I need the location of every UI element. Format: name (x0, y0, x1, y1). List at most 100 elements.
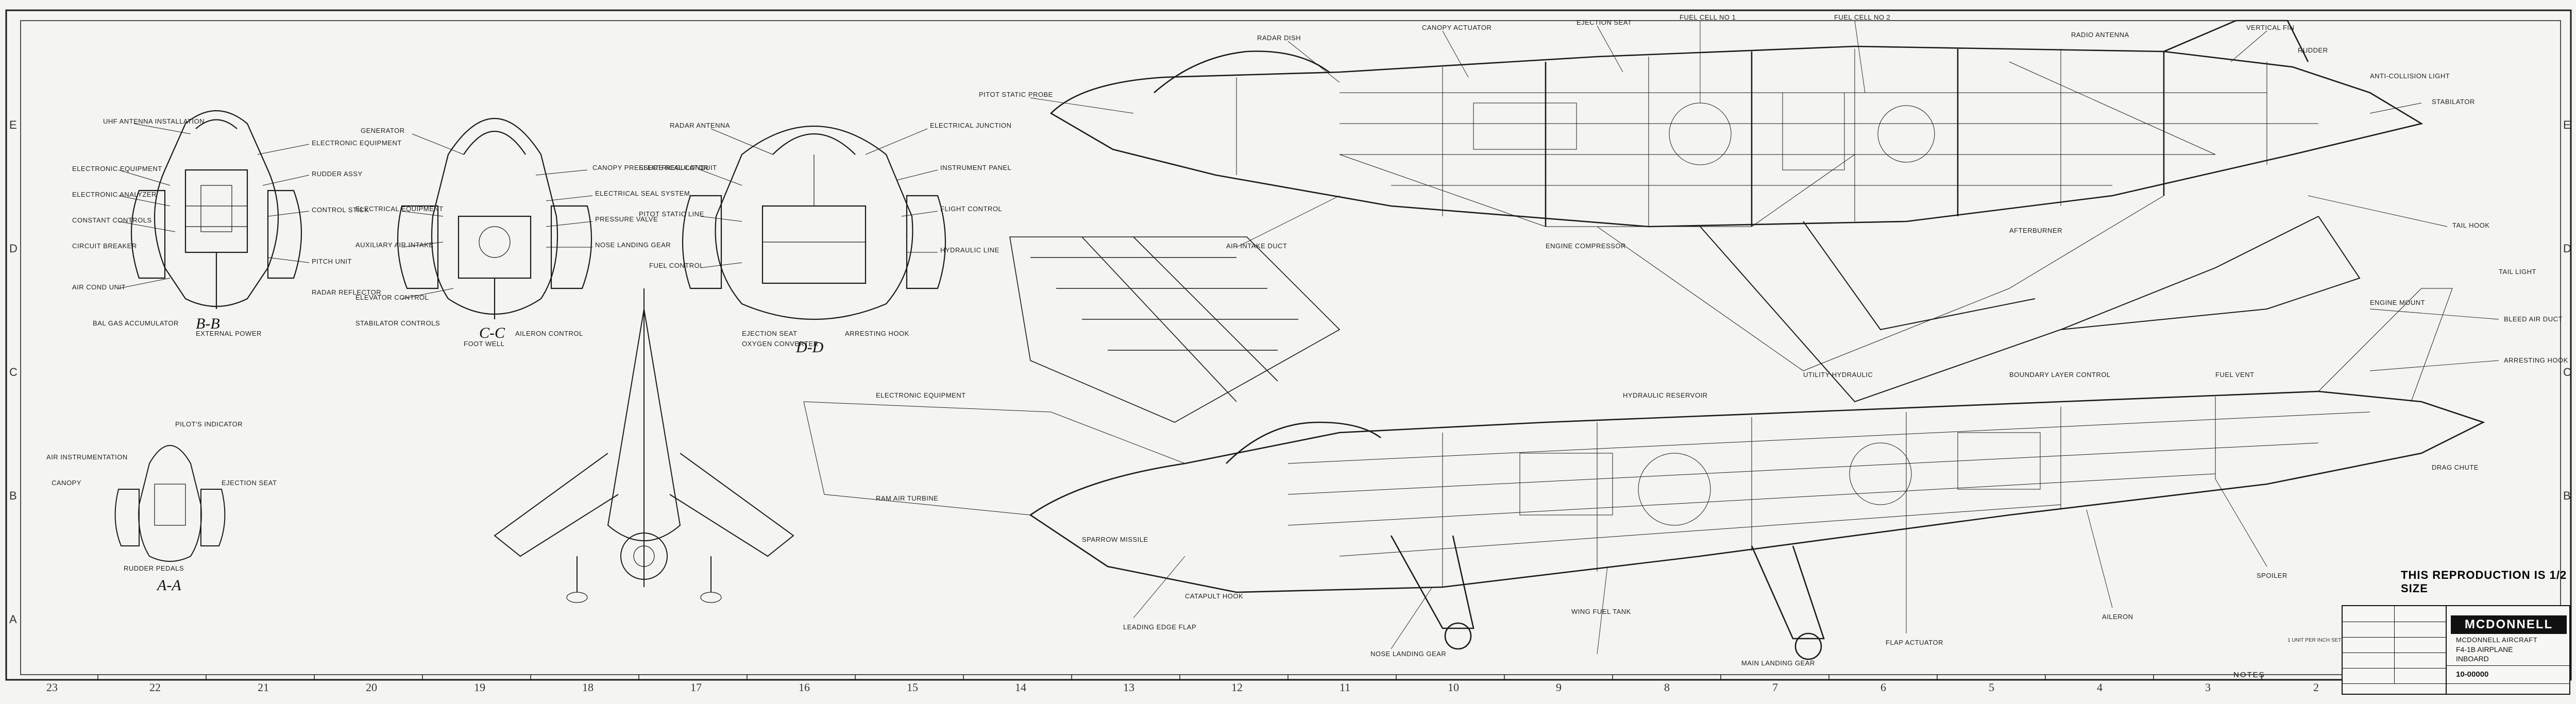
title-block-rule (2446, 665, 2569, 666)
callout: CATAPULT HOOK (1185, 592, 1244, 600)
callout: TAIL HOOK (2452, 221, 2490, 229)
title-block-rule (2394, 606, 2395, 683)
scale-note: 1 UNIT PER INCH SET ¼ SIZE (2287, 638, 2360, 643)
callout: FUEL VENT (2215, 371, 2255, 379)
callout: RADIO ANTENNA (2071, 31, 2129, 39)
callout: ELECTRONIC EQUIPMENT (72, 165, 162, 173)
reproduction-note: THIS REPRODUCTION IS 1/2 SIZE (2401, 569, 2567, 595)
outer-border (5, 9, 2572, 681)
callout: RADAR REFLECTOR (312, 288, 382, 296)
section-b-b-view (130, 110, 302, 309)
callout: BLEED AIR DUCT (2504, 315, 2563, 323)
callout: ARRESTING HOOK (2504, 356, 2568, 364)
section-b-leaders (118, 123, 310, 289)
callout: HYDRAULIC RESERVOIR (1623, 391, 1708, 399)
callout: ELEVATOR CONTROL (355, 294, 429, 301)
zone-letter: D (9, 242, 18, 255)
callout: SPARROW MISSILE (1082, 536, 1148, 543)
callout: RADAR DISH (1257, 34, 1301, 42)
zone-letter: D (2563, 242, 2571, 255)
callout: BOUNDARY LAYER CONTROL (2009, 371, 2111, 379)
zone-number: 11 (1340, 681, 1351, 694)
section-label-b: B-B (196, 315, 220, 332)
wing-swept (1700, 216, 2361, 403)
callout: FLAP ACTUATOR (1886, 639, 1943, 646)
callout: ELECTRICAL JUNCTION (930, 122, 1012, 129)
callout: CANOPY (52, 479, 81, 487)
callout: PITCH UNIT (312, 257, 352, 265)
callout: EXTERNAL POWER (196, 330, 262, 337)
callout: NOSE LANDING GEAR (1370, 650, 1447, 658)
callout: TAIL LIGHT (2499, 268, 2536, 276)
callout: CIRCUIT BREAKER (72, 242, 137, 250)
section-c-leaders (401, 133, 593, 299)
zone-letter: A (9, 613, 17, 626)
zone-number: 16 (799, 681, 810, 694)
zone-number: 4 (2097, 681, 2103, 694)
section-d-leaders (700, 128, 938, 268)
section-label-d: D-D (796, 339, 824, 356)
callout: EJECTION SEAT (222, 479, 277, 487)
title-block: MCDONNELL MCDONNELL AIRCRAFT F4-1B AIRPL… (2342, 605, 2570, 695)
callout: SPOILER (2257, 572, 2287, 579)
section-label-a: A-A (157, 577, 181, 594)
callout: EJECTION SEAT (1577, 19, 1632, 26)
callout: AUXILIARY AIR INTAKE (355, 241, 434, 249)
callout: PITOT STATIC PROBE (979, 91, 1053, 98)
zone-number: 13 (1123, 681, 1134, 694)
callout: CONTROL STICK (312, 206, 369, 214)
inner-border (20, 20, 2561, 675)
zone-letter: B (2563, 489, 2571, 502)
callout: MAIN LANDING GEAR (1741, 659, 1815, 667)
callout: ELECTRICAL SEAL SYSTEM (595, 190, 690, 197)
callout: CONSTANT CONTROLS (72, 216, 152, 224)
zone-number: 21 (258, 681, 269, 694)
zone-letter: C (2563, 366, 2571, 379)
callout: EJECTION SEAT (742, 330, 798, 337)
callout: RAM AIR TURBINE (876, 494, 939, 502)
section-d-d-view (682, 126, 946, 320)
section-a-a-view (114, 445, 226, 562)
callout: CANOPY ACTUATOR (1422, 24, 1492, 31)
front-view (494, 288, 794, 603)
callout: FLIGHT CONTROL (940, 205, 1003, 213)
notes-label: NOTES (2233, 671, 2265, 679)
section-c-c-view (397, 118, 592, 319)
zone-number: 23 (46, 681, 58, 694)
zone-number: 20 (366, 681, 377, 694)
zone-number: 3 (2205, 681, 2211, 694)
zone-number: 12 (1231, 681, 1243, 694)
zone-letter: E (9, 118, 17, 131)
callout: ELECTRICAL CONDUIT (639, 164, 717, 171)
callout: PITOT STATIC LINE (639, 210, 704, 218)
callout: FOOT WELL (464, 340, 505, 348)
drawing-subtitle: INBOARD (2456, 655, 2489, 663)
callout: GENERATOR (361, 127, 405, 134)
zone-number: 22 (149, 681, 161, 694)
zone-letter: C (9, 366, 18, 379)
callout: RADAR ANTENNA (670, 122, 731, 129)
zone-number: 9 (1556, 681, 1562, 694)
callout: STABILATOR CONTROLS (355, 319, 440, 327)
callout: FUEL CELL NO 2 (1834, 13, 1891, 21)
callout: AILERON (2102, 613, 2133, 621)
callout: NOSE LANDING GEAR (595, 241, 671, 249)
company-name: MCDONNELL (2451, 615, 2567, 634)
callout: RUDDER PEDALS (124, 564, 184, 572)
callout: UTILITY HYDRAULIC (1803, 371, 1873, 379)
section-label-c: C-C (479, 324, 505, 341)
callout: BAL GAS ACCUMULATOR (93, 319, 179, 327)
zone-number: 10 (1448, 681, 1459, 694)
callout: OXYGEN CONVERTER (742, 340, 819, 348)
title-block-rule (2343, 683, 2569, 684)
callout: AFTERBURNER (2009, 227, 2063, 234)
zone-number: 8 (1664, 681, 1670, 694)
zone-number: 7 (1772, 681, 1778, 694)
callout: ELECTRICAL EQUIPMENT (355, 205, 444, 213)
fuselage-lower-profile (1029, 390, 2485, 660)
callout: WING FUEL TANK (1571, 608, 1631, 615)
fuselage-upper-profile (1049, 20, 2424, 228)
wing-planform (1009, 236, 1341, 423)
callout: HYDRAULIC LINE (940, 246, 999, 254)
